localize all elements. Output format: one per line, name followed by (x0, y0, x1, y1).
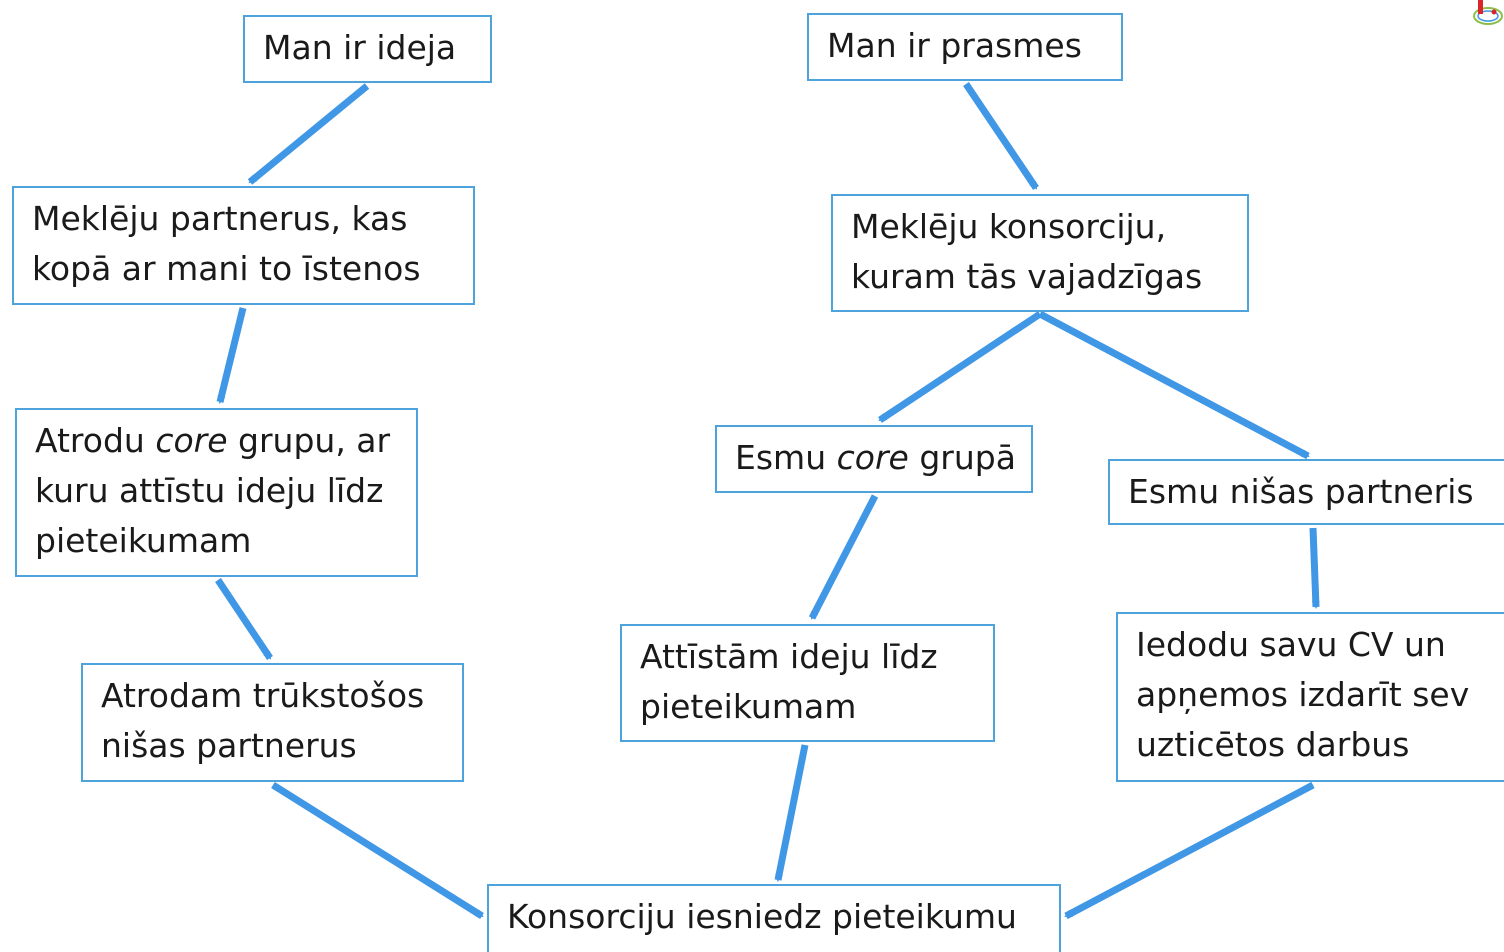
node-seek-consortium: Meklēju konsorciju, kuram tās vajadzīgas (831, 194, 1249, 312)
node-find-core-group-pre: Atrodu (35, 421, 156, 460)
node-give-cv-line3: uzticētos darbus (1136, 725, 1410, 764)
node-develop-idea-line1: Attīstām ideju līdz (640, 637, 938, 676)
node-in-core-group-line1: Esmu core grupā (735, 433, 1016, 483)
node-skills-text: Man ir prasmes (827, 26, 1082, 65)
node-find-core-group-line2: kuru attīstu ideju līdz (35, 471, 384, 510)
node-find-core-group-em: core (155, 421, 228, 460)
node-develop-idea: Attīstām ideju līdz pieteikumam (620, 624, 995, 742)
node-seek-partners: Meklēju partnerus, kas kopā ar mani to ī… (12, 186, 475, 305)
node-seek-consortium-line1: Meklēju konsorciju, (851, 207, 1167, 246)
node-in-core-group-pre: Esmu (735, 438, 837, 477)
arrow-incore-to-develop (808, 494, 879, 620)
node-develop-idea-line2: pieteikumam (640, 687, 857, 726)
node-in-core-group: Esmu core grupā (715, 425, 1033, 493)
node-seek-consortium-line2: kuram tās vajadzīgas (851, 257, 1203, 296)
node-submit-text: Konsorciju iesniedz pieteikumu (507, 897, 1017, 936)
node-in-core-group-em: core (836, 438, 909, 477)
arrow-coregroup-to-missing (215, 578, 273, 660)
arrow-skills-to-consortium (963, 82, 1039, 190)
node-in-core-group-post: grupā (908, 438, 1016, 477)
arrow-develop-to-submit (774, 744, 809, 882)
node-find-core-group: Atrodu core grupu, ar kuru attīstu ideju… (15, 408, 418, 577)
node-find-core-group-line1: Atrodu core grupu, ar (35, 416, 398, 466)
arrow-cv-to-submit (1064, 781, 1315, 920)
arrow-niche-to-cv (1309, 527, 1320, 609)
node-skills: Man ir prasmes (807, 13, 1123, 81)
arrow-partners-to-coregroup (216, 307, 247, 404)
node-seek-partners-line2: kopā ar mani to īstenos (32, 249, 421, 288)
node-give-cv-line2: apņemos izdarīt sev (1136, 675, 1470, 714)
node-give-cv-line1: Iedodu savu CV un (1136, 625, 1446, 664)
node-find-missing-partners: Atrodam trūkstošos nišas partnerus (81, 663, 464, 782)
node-niche-partner-text: Esmu nišas partneris (1128, 472, 1474, 511)
node-submit-application: Konsorciju iesniedz pieteikumu (487, 884, 1061, 952)
node-idea: Man ir ideja (243, 15, 492, 83)
node-niche-partner: Esmu nišas partneris (1108, 459, 1504, 525)
arrow-idea-to-partners (247, 83, 370, 185)
arrow-missing-to-submit (271, 782, 484, 919)
node-find-core-group-post: grupu, ar (227, 421, 391, 460)
node-find-core-group-line3: pieteikumam (35, 521, 252, 560)
node-find-missing-line2: nišas partnerus (101, 726, 357, 765)
arrow-consortium-to-incore (878, 311, 1042, 423)
node-find-missing-line1: Atrodam trūkstošos (101, 676, 425, 715)
node-seek-partners-line1: Meklēju partnerus, kas (32, 199, 408, 238)
ornament-icon (1473, 0, 1503, 25)
node-give-cv: Iedodu savu CV un apņemos izdarīt sev uz… (1116, 612, 1504, 782)
node-idea-text: Man ir ideja (263, 28, 457, 67)
arrow-consortium-to-niche (1038, 310, 1310, 460)
